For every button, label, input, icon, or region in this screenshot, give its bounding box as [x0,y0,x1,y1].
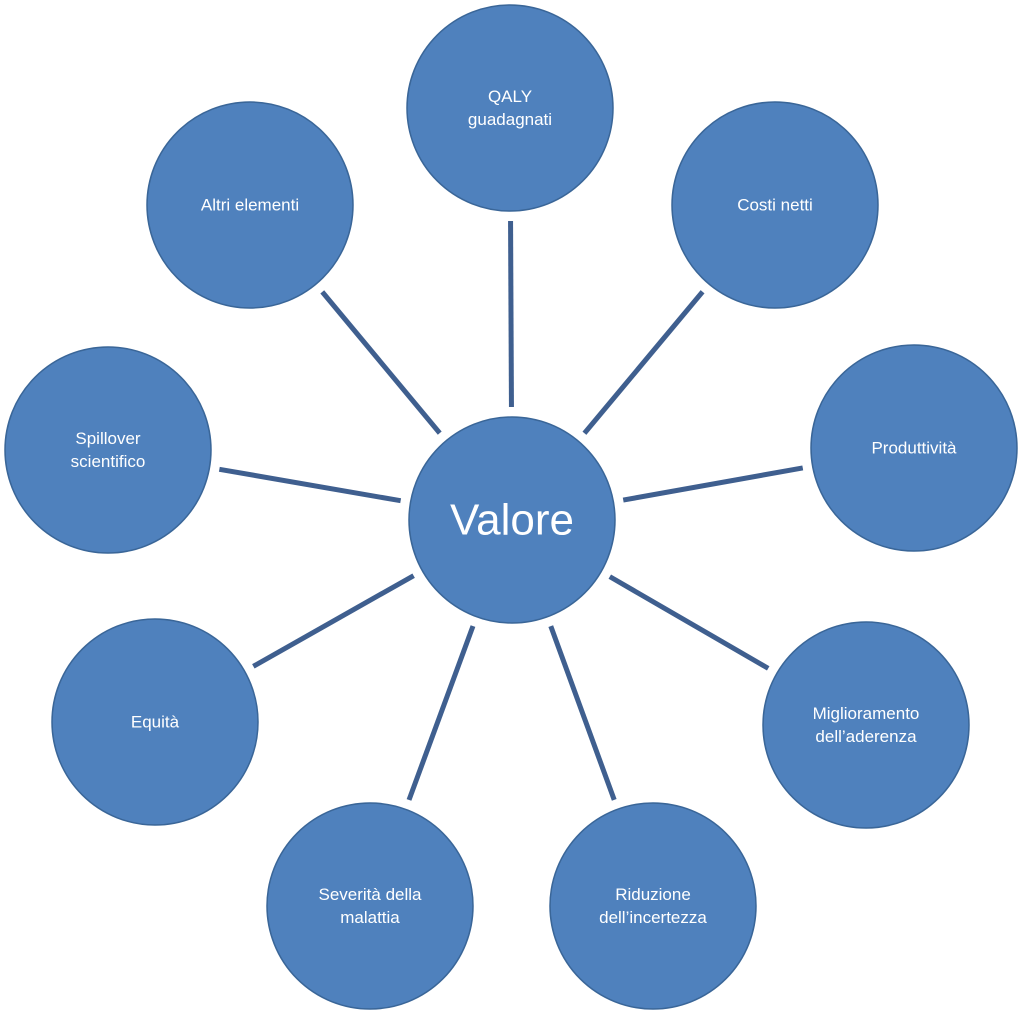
connectors [218,220,804,801]
connector-qaly [508,220,514,408]
connector-produttivita [622,465,804,503]
node-label-incertezza: dell’incertezza [599,908,707,927]
node-circle-qaly [406,4,614,212]
connector-equita [252,573,415,669]
node-spillover: Spillover scientifico [4,346,212,554]
node-incertezza: Riduzione dell’incertezza [549,802,757,1010]
node-circle-incertezza [549,802,757,1010]
node-label-severita: Severità della [318,885,422,904]
node-costi: Costi netti [671,101,879,309]
center-label: Valore [450,496,574,545]
node-label-spillover: scientifico [71,452,146,471]
center-node: Valore [408,416,616,624]
node-altri: Altri elementi [146,101,354,309]
node-aderenza: Miglioramento dell’aderenza [762,621,970,829]
connector-altri [320,290,442,435]
node-label-qaly: QALY [488,87,532,106]
node-label-qaly: guadagnati [468,110,552,129]
node-label-costi: Costi netti [737,196,813,215]
node-equita: Equità [51,618,259,826]
node-label-incertezza: Riduzione [615,885,691,904]
node-severita: Severità della malattia [266,802,474,1010]
connector-severita [406,625,476,801]
node-label-spillover: Spillover [75,429,141,448]
node-label-altri: Altri elementi [201,196,299,215]
node-circle-severita [266,802,474,1010]
node-label-produttivita: Produttività [871,439,957,458]
node-circle-produttivita [810,344,1018,552]
node-label-aderenza: Miglioramento [813,704,920,723]
node-circle-equita [51,618,259,826]
node-circle-aderenza [762,621,970,829]
node-label-severita: malattia [340,908,400,927]
node-label-aderenza: dell’aderenza [815,727,917,746]
node-label-equita: Equità [131,713,180,732]
node-circle-altri [146,101,354,309]
node-qaly: QALY guadagnati [406,4,614,212]
node-circle-costi [671,101,879,309]
connector-costi [582,290,705,435]
node-produttivita: Produttività [810,344,1018,552]
center-circle [408,416,616,624]
connector-incertezza [548,625,617,801]
node-circle-spillover [4,346,212,554]
connector-spillover [218,466,402,504]
connector-aderenza [608,574,770,671]
